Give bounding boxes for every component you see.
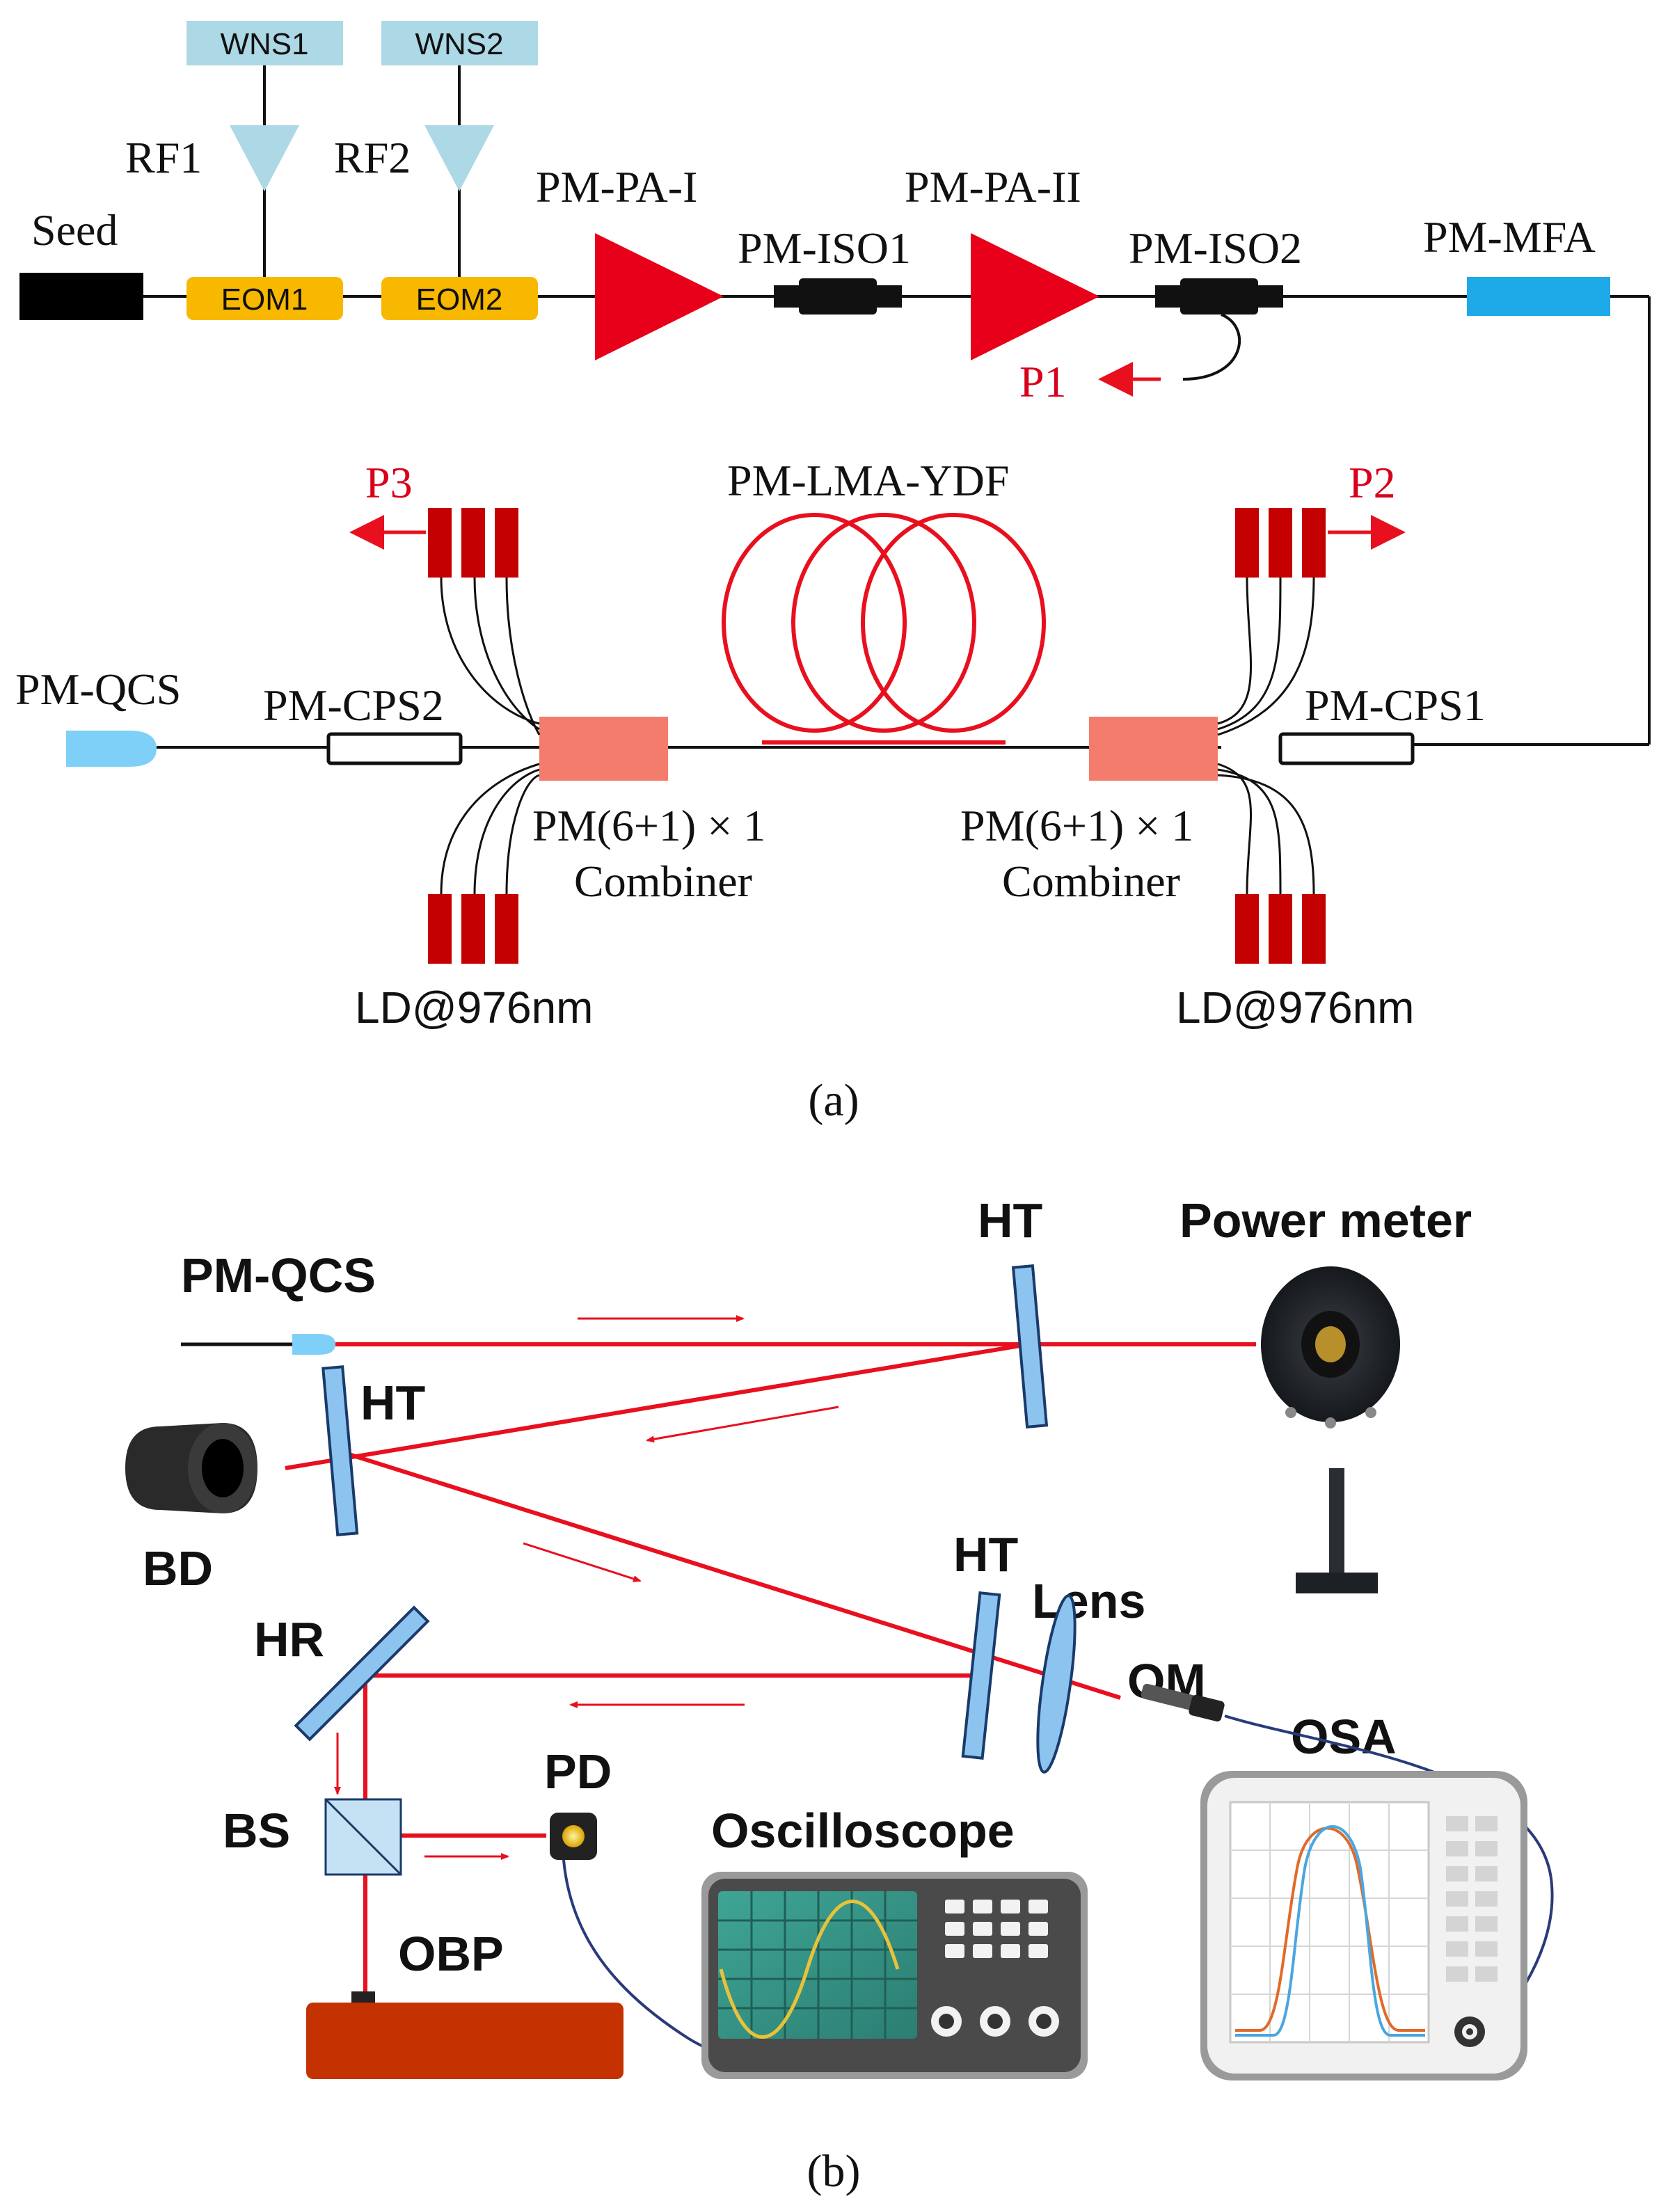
eom1-label: EOM1 — [221, 283, 308, 317]
wns1-label: WNS1 — [220, 27, 308, 61]
pm-qcs-output-endcap — [292, 1334, 335, 1355]
pm-mfa-box — [1467, 277, 1610, 316]
pd-label: PD — [544, 1744, 612, 1799]
ld-blocks-right-bottom — [1235, 894, 1326, 964]
pm-pa-i-amplifier — [595, 233, 724, 360]
ht-lower-label: HT — [953, 1527, 1018, 1582]
panel-b: PM-QCS HT Power meter HT BD HT Lens OM H… — [125, 1193, 1554, 2197]
wns2-label: WNS2 — [415, 27, 503, 61]
bs-label: BS — [223, 1804, 290, 1858]
pm-mfa-label: PM-MFA — [1423, 212, 1596, 262]
lens — [1036, 1594, 1077, 1774]
pm-iso1-isolator — [774, 285, 802, 308]
pm-iso1-label: PM-ISO1 — [738, 223, 911, 273]
oscilloscope-device — [701, 1872, 1088, 2079]
eom1-box — [186, 277, 343, 320]
lens-label: Lens — [1032, 1574, 1145, 1628]
pm-qcs-label-b: PM-QCS — [181, 1248, 376, 1303]
pm-qcs-endcap — [66, 731, 157, 767]
bs-cube — [324, 1798, 402, 1876]
pm-iso2-isolator — [1155, 285, 1183, 308]
pump-fibers-right-bottom — [1217, 763, 1315, 895]
combiner-right-line2: Combiner — [1002, 857, 1180, 906]
osa-spectrum-blue — [1235, 1825, 1425, 2037]
ld-blocks-left-top — [428, 508, 518, 578]
oscilloscope-waveform — [719, 1900, 900, 2039]
eom2-box — [381, 277, 538, 320]
ht-left-label: HT — [360, 1376, 425, 1430]
ht-lower-plate — [961, 1591, 1001, 1760]
ld-right-label: LD@976nm — [1176, 982, 1414, 1033]
obp-device — [306, 1991, 623, 2079]
power-meter-label: Power meter — [1179, 1193, 1472, 1248]
pm-pa-ii-amplifier — [971, 233, 1099, 360]
ld-blocks-left-bottom — [428, 894, 518, 964]
rf2-amplifier — [424, 125, 494, 191]
rf1-amplifier — [230, 125, 299, 191]
pm-qcs-label-a: PM-QCS — [15, 665, 181, 714]
pm-iso2-tap-fiber — [1182, 313, 1241, 381]
eom2-label: EOM2 — [416, 283, 503, 317]
hr-mirror — [294, 1605, 430, 1742]
p1-label: P1 — [1019, 357, 1067, 406]
pump-fibers-right-top — [1217, 577, 1315, 736]
combiner-left — [539, 717, 668, 781]
ht-top-plate — [1011, 1264, 1049, 1429]
pm-cps1-label: PM-CPS1 — [1305, 681, 1486, 730]
osa-device — [1200, 1771, 1527, 2080]
seed-laser — [19, 273, 143, 320]
hr-label: HR — [254, 1612, 324, 1666]
beam-direction-arrows — [334, 1315, 839, 1860]
caption-b: (b) — [807, 2146, 861, 2197]
ht-left-plate — [321, 1365, 359, 1536]
pump-fibers-left-top — [440, 577, 541, 735]
bd-label: BD — [143, 1541, 213, 1596]
combiner-left-line1: PM(6+1) × 1 — [532, 801, 765, 850]
obp-label: OBP — [398, 1927, 504, 1981]
pump-fibers-left-bottom — [440, 763, 540, 895]
combiner-right — [1089, 717, 1218, 781]
ht-top-label: HT — [978, 1193, 1042, 1248]
oscilloscope-label: Oscilloscope — [711, 1804, 1015, 1858]
combiner-left-line2: Combiner — [574, 857, 752, 906]
rf2-label: RF2 — [334, 133, 411, 182]
pm-lma-ydf-coil — [722, 513, 1046, 745]
pm-pa-ii-label: PM-PA-II — [905, 162, 1081, 212]
p3-label: P3 — [365, 458, 413, 507]
seed-label: Seed — [31, 205, 118, 255]
ld-left-label: LD@976nm — [355, 982, 593, 1033]
pm-lma-ydf-label: PM-LMA-YDF — [727, 456, 1009, 505]
pm-cps2-label: PM-CPS2 — [263, 681, 444, 730]
power-meter-device — [1261, 1266, 1400, 1593]
combiner-right-line1: PM(6+1) × 1 — [960, 801, 1193, 850]
p2-label: P2 — [1349, 458, 1396, 507]
wns1-box — [186, 21, 343, 65]
rf1-label: RF1 — [125, 133, 202, 182]
pm-cps1-stripper — [1278, 732, 1415, 765]
panel-a: WNS1 WNS2 RF1 RF2 Seed EOM1 EOM2 PM-PA-I… — [15, 21, 1651, 1126]
bd-beam-dump — [125, 1423, 257, 1513]
pm-cps2-stripper — [326, 732, 463, 765]
wns2-box — [381, 21, 538, 65]
pm-iso2-label: PM-ISO2 — [1129, 223, 1302, 273]
ld-blocks-right-top — [1235, 508, 1326, 578]
pm-pa-i-label: PM-PA-I — [536, 162, 697, 212]
caption-a: (a) — [808, 1075, 859, 1126]
